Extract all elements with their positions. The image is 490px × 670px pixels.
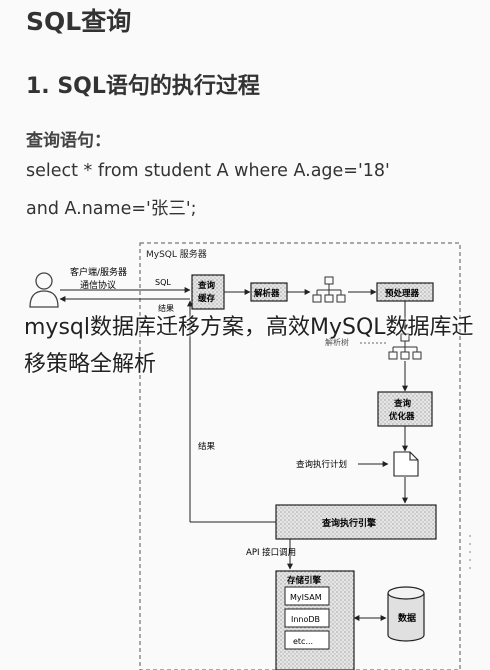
optimizer-label-1: 查询 [393, 398, 412, 409]
execution-engine-label: 查询执行引擎 [321, 517, 376, 529]
parse-tree-label: 解析树 [325, 337, 349, 347]
api-call-label: API 接口调用 [246, 547, 296, 558]
parse-tree-icon [312, 276, 346, 303]
query-cache-label-2: 缓存 [198, 293, 216, 304]
client-protocol-line-2: 通信协议 [80, 279, 116, 291]
parser-label: 解析器 [254, 288, 280, 299]
sql-label: SQL [155, 278, 171, 287]
engine-etc-label: etc... [293, 637, 313, 646]
storage-engine-label: 存储引擎 [286, 575, 322, 586]
result-arrow-label: 结果 [158, 303, 174, 313]
data-database-icon [387, 586, 425, 642]
article-caption-overlay: mysql数据库迁移方案，高效MySQL数据库迁移策略全解析 [24, 315, 474, 377]
page-title: SQL查询 [26, 7, 132, 36]
query-plan-document-icon [393, 451, 419, 477]
query-plan-label: 查询执行计划 [296, 459, 347, 470]
query-line-1: select * from student A where A.age='18' [26, 161, 390, 181]
result-label: 结果 [198, 441, 216, 452]
engine-innodb-label: InnoDB [291, 615, 320, 624]
query-label: 查询语句： [26, 131, 111, 151]
engine-myisam-label: MyISAM [290, 593, 322, 602]
parse-tree-icon-2 [388, 333, 422, 360]
server-label: MySQL 服务器 [146, 248, 207, 260]
engine-etc [284, 630, 330, 650]
data-label: 数据 [398, 612, 416, 624]
client-user-icon [29, 272, 59, 308]
query-line-2: and A.name='张三'; [26, 199, 197, 219]
server-boundary [139, 242, 461, 670]
query-cache-label-1: 查询 [197, 280, 216, 291]
preprocessor-label: 预处理器 [385, 288, 420, 299]
sql-execution-diagram: MySQL 服务器 客户端/服务器 通信协议 SQL 结果 查询 缓存 解析器 … [29, 242, 471, 670]
optimizer-label-2: 优化器 [389, 411, 415, 422]
section-heading: 1. SQL语句的执行过程 [26, 74, 260, 99]
engine-myisam [284, 586, 330, 606]
engine-innodb [284, 608, 330, 628]
client-protocol-line-1: 客户端/服务器 [70, 266, 127, 278]
